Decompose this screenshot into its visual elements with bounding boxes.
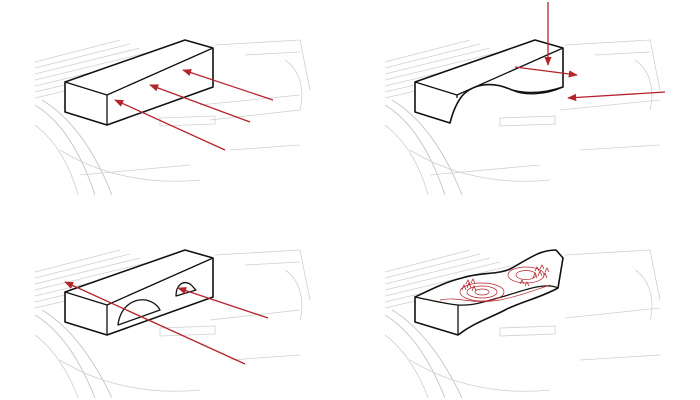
arrow-2 (514, 66, 578, 78)
arrow-2 (149, 84, 251, 123)
arrows (114, 69, 274, 151)
tree-icon (519, 279, 530, 287)
building-mass (64, 39, 214, 126)
opening-1 (117, 299, 161, 326)
tree-icon (461, 281, 477, 292)
tree-icon (465, 278, 476, 285)
tree-icon (532, 269, 548, 279)
arrow-2 (177, 287, 269, 319)
arrows (64, 281, 269, 365)
panel-1 (34, 39, 311, 196)
arrow-1 (114, 99, 226, 151)
building-mass (414, 39, 564, 124)
panel-2 (384, 2, 666, 196)
arrows (514, 2, 666, 102)
panel-3 (34, 249, 311, 399)
panel-4 (384, 249, 661, 399)
tree-icon (534, 264, 550, 273)
arrow-3 (567, 91, 666, 102)
arrow-3 (182, 69, 274, 101)
roof-trees (461, 264, 550, 292)
building-mass (64, 249, 214, 336)
arrow-1 (64, 281, 246, 365)
roof-landscape-contours (439, 266, 551, 302)
